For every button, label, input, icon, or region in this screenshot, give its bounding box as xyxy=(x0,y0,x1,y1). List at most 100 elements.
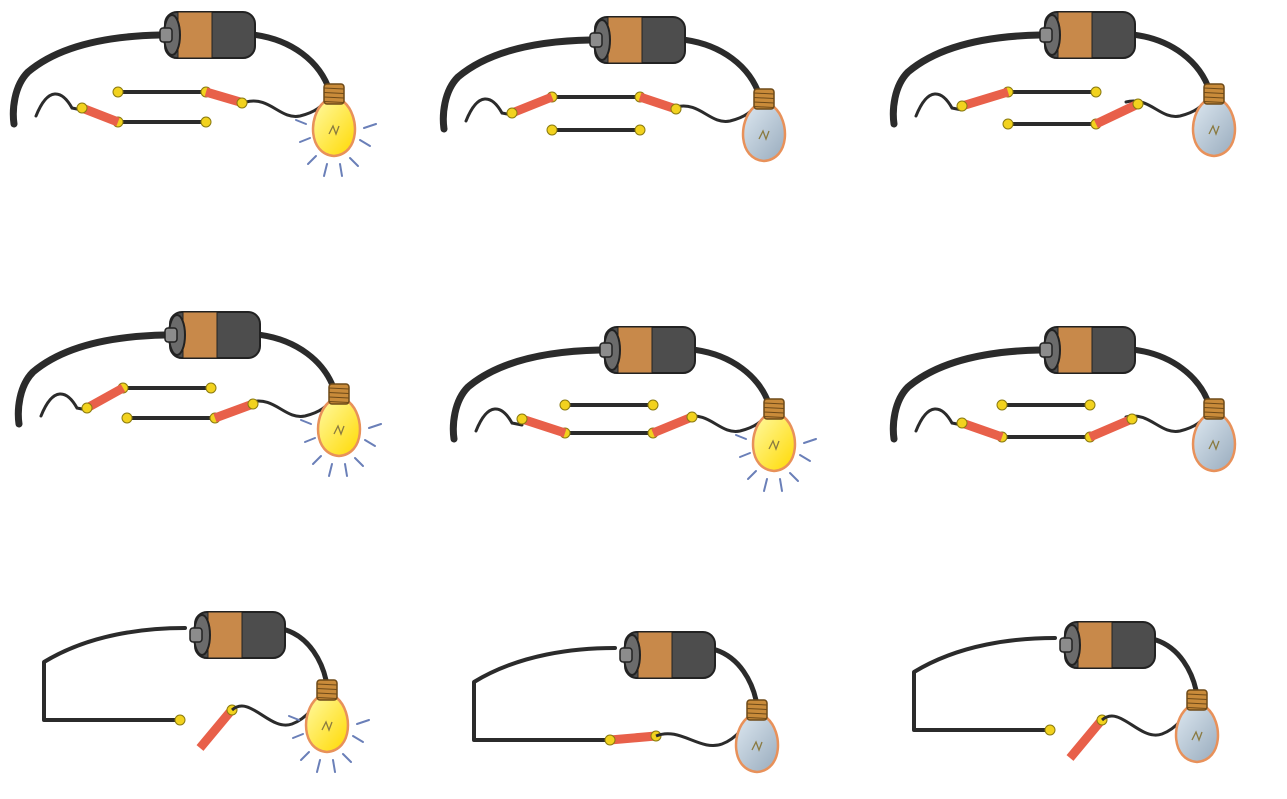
light-ray xyxy=(800,455,810,461)
bulb-base xyxy=(329,384,349,404)
light-ray xyxy=(357,720,369,724)
wire-switch-in xyxy=(476,409,522,431)
circuit-panel-a xyxy=(13,12,376,176)
light-ray xyxy=(360,140,370,146)
contact-point xyxy=(517,414,527,424)
light-ray xyxy=(780,479,782,491)
lit-bulb xyxy=(296,84,376,176)
connector-strip xyxy=(640,97,676,109)
light-ray xyxy=(308,156,316,164)
wire-battery-bulb xyxy=(256,35,330,92)
battery xyxy=(1040,327,1135,373)
bulb-base xyxy=(324,84,344,104)
light-ray xyxy=(790,473,798,481)
light-ray xyxy=(365,440,375,446)
connector-strip xyxy=(522,419,565,433)
wire-switch-in xyxy=(916,409,962,431)
contact-point xyxy=(605,735,615,745)
wire-switch-in xyxy=(41,394,87,416)
contact-point xyxy=(206,383,216,393)
unlit-bulb xyxy=(1193,399,1235,471)
contact-point xyxy=(1133,99,1143,109)
connector-strip xyxy=(653,417,692,433)
battery-terminal xyxy=(600,343,612,357)
light-ray xyxy=(301,752,309,760)
light-ray xyxy=(764,479,767,491)
contact-point xyxy=(957,418,967,428)
bulb-base xyxy=(1204,84,1224,104)
light-ray xyxy=(300,138,310,142)
bulb-base xyxy=(754,89,774,109)
wire-outer xyxy=(453,350,600,439)
wire-battery-bulb xyxy=(696,350,770,407)
wire-outer xyxy=(914,638,1055,730)
circuit-panel-e xyxy=(453,327,816,491)
wire-switch-in xyxy=(36,94,82,116)
wire-outer xyxy=(893,35,1040,124)
light-ray xyxy=(748,471,756,479)
light-ray xyxy=(345,464,347,476)
contact-point xyxy=(113,87,123,97)
battery-band xyxy=(638,632,672,678)
wire-switch-out xyxy=(686,415,766,431)
wire-switch-out xyxy=(246,100,326,116)
circuit-panel-d xyxy=(18,312,381,476)
contact-point xyxy=(547,125,557,135)
connector-strip xyxy=(215,404,253,418)
circuit-panel-c xyxy=(893,12,1235,156)
contact-point xyxy=(997,400,1007,410)
battery xyxy=(620,632,715,678)
unlit-bulb xyxy=(736,700,778,772)
connector-strip xyxy=(962,92,1008,106)
contact-point xyxy=(687,412,697,422)
battery-band xyxy=(178,12,212,58)
wire-outer xyxy=(44,628,185,720)
contact-point xyxy=(1091,87,1101,97)
light-ray xyxy=(353,736,363,742)
light-ray xyxy=(333,760,335,772)
battery-terminal xyxy=(620,648,632,662)
battery-band xyxy=(183,312,217,358)
light-ray xyxy=(355,458,363,466)
bulb-base xyxy=(1187,690,1207,710)
battery xyxy=(1040,12,1135,58)
battery xyxy=(165,312,260,358)
battery-terminal xyxy=(160,28,172,42)
connector-strip xyxy=(1096,104,1138,124)
lit-bulb xyxy=(736,399,816,491)
contact-point xyxy=(560,400,570,410)
light-ray xyxy=(343,754,351,762)
wire-battery-bulb xyxy=(1156,640,1196,690)
wire-switch-in xyxy=(916,94,962,116)
lit-bulb xyxy=(289,680,369,772)
light-ray xyxy=(350,158,358,166)
light-ray xyxy=(305,438,315,442)
light-ray xyxy=(317,760,320,772)
connector-strip xyxy=(206,92,240,102)
circuit-panel-b xyxy=(443,17,785,161)
light-ray xyxy=(329,464,332,476)
battery-band xyxy=(208,612,242,658)
unlit-bulb xyxy=(743,89,785,161)
light-ray xyxy=(293,734,303,738)
connector-strip xyxy=(610,736,656,740)
wire-outer xyxy=(474,648,615,740)
contact-point xyxy=(175,715,185,725)
battery-band xyxy=(618,327,652,373)
light-ray xyxy=(369,424,381,428)
light-ray xyxy=(364,124,376,128)
wire-battery-bulb xyxy=(716,650,756,700)
light-ray xyxy=(289,716,299,720)
contact-point xyxy=(957,101,967,111)
contact-point xyxy=(77,103,87,113)
wire-switch-in xyxy=(466,99,512,121)
wire-battery-bulb xyxy=(1136,350,1210,407)
battery-terminal xyxy=(165,328,177,342)
battery xyxy=(600,327,695,373)
contact-point xyxy=(671,104,681,114)
circuit-panel-i xyxy=(914,622,1218,762)
light-ray xyxy=(736,435,746,439)
light-ray xyxy=(301,420,311,424)
connector-strip xyxy=(1090,419,1132,437)
battery-terminal xyxy=(590,33,602,47)
